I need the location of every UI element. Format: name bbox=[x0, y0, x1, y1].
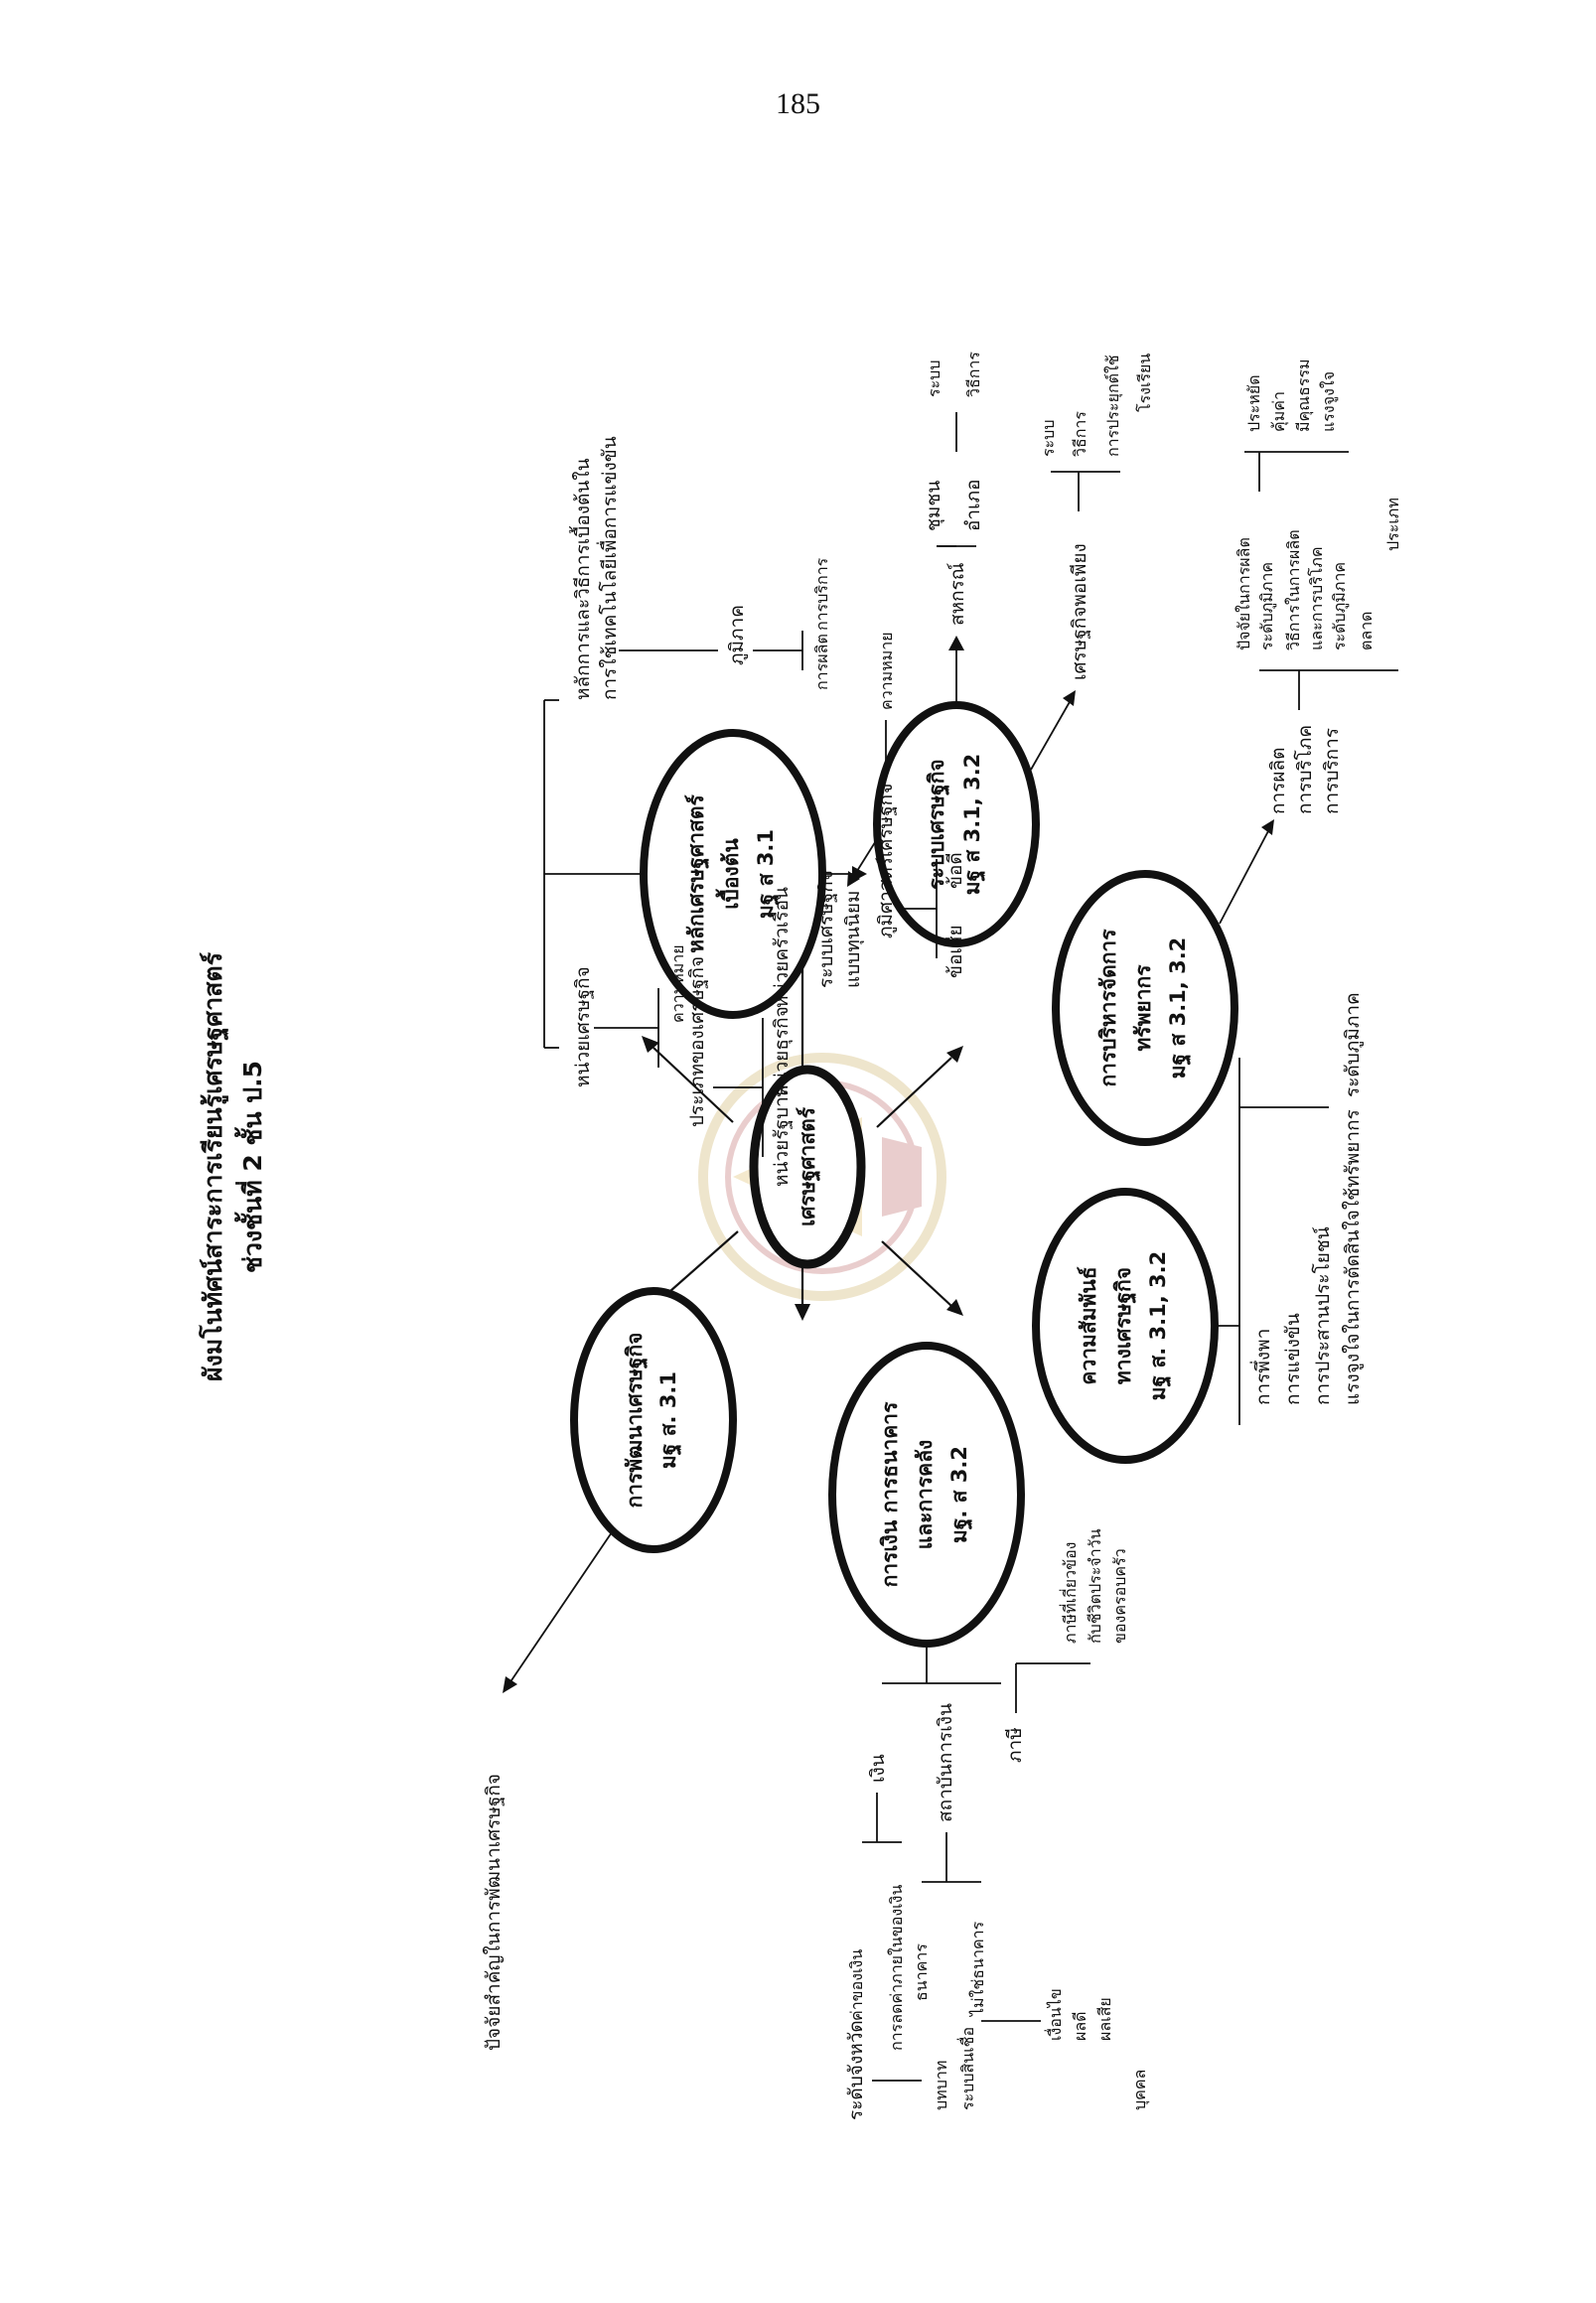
svg-text:วิธีการในการผลิต: วิธีการในการผลิต bbox=[1284, 529, 1303, 650]
svg-text:วิธีการ: วิธีการ bbox=[1071, 411, 1089, 457]
concept-map-stage: ผังมโนทัศน์สาระการเรียนรู้เศรษฐศาสตร์ ช่… bbox=[167, 164, 1428, 2200]
branch-economic-development: ปัจจัยสำคัญในการพัฒนาเศรษฐกิจ bbox=[483, 1528, 615, 2051]
svg-text:ทรัพยากร: ทรัพยากร bbox=[1131, 964, 1155, 1052]
svg-text:ทางเศรษฐกิจ: ทางเศรษฐกิจ bbox=[1111, 1267, 1137, 1384]
svg-text:ความสัมพันธ์: ความสัมพันธ์ bbox=[1077, 1266, 1100, 1384]
node-resource-management: การบริหารจัดการ ทรัพยากร มฐ ส 3.1, 3.2 bbox=[1052, 870, 1238, 1146]
branch-economic-relations: การพึ่งพา การแข่งขัน การประสานประโยชน์ แ… bbox=[1215, 992, 1364, 1425]
svg-text:ปัจจัยในการผลิต: ปัจจัยในการผลิต bbox=[1234, 537, 1253, 650]
svg-text:กับชีวิตประจำวัน: กับชีวิตประจำวัน bbox=[1086, 1528, 1104, 1644]
svg-text:การประสานประโยชน์: การประสานประโยชน์ bbox=[1311, 1226, 1334, 1405]
svg-text:และการคลัง: และการคลัง bbox=[913, 1440, 937, 1550]
concept-map-svg: ผังมโนทัศน์สาระการเรียนรู้เศรษฐศาสตร์ ช่… bbox=[198, 352, 1402, 2120]
svg-text:การพึ่งพา: การพึ่งพา bbox=[1249, 1329, 1274, 1405]
map-title-line2: ช่วงชั้นที่ 2 ชั้น ป.5 bbox=[233, 1061, 267, 1273]
center-node: เศรษฐศาสตร์ bbox=[749, 1065, 866, 1269]
svg-text:คุ้มค่า: คุ้มค่า bbox=[1269, 391, 1289, 432]
branch-principles: หลักการและวิธีการเบื้องต้นใน การใช้เทคโน… bbox=[543, 436, 966, 1187]
node-economic-system: ระบบเศรษฐกิจ มฐ ส 3.1, 3.2 bbox=[873, 701, 1040, 947]
node-economic-relations: ความสัมพันธ์ ทางเศรษฐกิจ มฐ ส. 3.1, 3.2 bbox=[1032, 1188, 1219, 1464]
svg-text:การลดค่าภายในของเงิน: การลดค่าภายในของเงิน bbox=[887, 1885, 906, 2051]
svg-text:แรงจูงใจ: แรงจูงใจ bbox=[1319, 371, 1339, 432]
svg-text:ประหยัด: ประหยัด bbox=[1244, 374, 1263, 432]
svg-text:หลักการและวิธีการเบื้องต้นใน: หลักการและวิธีการเบื้องต้นใน bbox=[569, 458, 594, 700]
svg-text:ภูมิศาสตร์เศรษฐกิจ: ภูมิศาสตร์เศรษฐกิจ bbox=[875, 784, 897, 938]
svg-text:การผลิต: การผลิต bbox=[1267, 748, 1289, 815]
node-economic-development: การพัฒนาเศรษฐกิจ มฐ ส. 3.1 bbox=[570, 1287, 737, 1553]
svg-text:หน่วยรัฐบาล: หน่วยรัฐบาล bbox=[771, 1085, 793, 1187]
svg-text:ของครอบครัว: ของครอบครัว bbox=[1110, 1548, 1129, 1644]
svg-text:ตลาด: ตลาด bbox=[1357, 611, 1376, 650]
svg-text:ภาษีที่เกี่ยวข้อง: ภาษีที่เกี่ยวข้อง bbox=[1059, 1542, 1080, 1645]
svg-text:มฐ ส 3.1, 3.2: มฐ ส 3.1, 3.2 bbox=[1166, 937, 1192, 1080]
map-title-line1: ผังมโนทัศน์สาระการเรียนรู้เศรษฐศาสตร์ bbox=[198, 951, 229, 1381]
svg-text:ประเภทของเศรษฐกิจ: ประเภทของเศรษฐกิจ bbox=[686, 956, 708, 1127]
svg-text:มีคุณธรรม: มีคุณธรรม bbox=[1294, 359, 1314, 432]
svg-text:ระดับภูมิภาค: ระดับภูมิภาค bbox=[1330, 562, 1350, 650]
branch-resource-management: การผลิต การบริโภค การบริการ ปัจจัยในการผ… bbox=[1219, 359, 1402, 925]
svg-text:หลักเศรษฐศาสตร์: หลักเศรษฐศาสตร์ bbox=[684, 794, 710, 953]
svg-text:อำเภอ: อำเภอ bbox=[962, 479, 984, 531]
svg-text:ประเภท: ประเภท bbox=[1383, 498, 1402, 551]
svg-text:การบริหารจัดการ: การบริหารจัดการ bbox=[1096, 929, 1120, 1087]
svg-text:แรงจูงใจในการตัดสินใจใช้ทรัพยา: แรงจูงใจในการตัดสินใจใช้ทรัพยากร bbox=[1342, 1109, 1364, 1405]
svg-text:สหกรณ์: สหกรณ์ bbox=[946, 563, 968, 626]
svg-text:มฐ ส. 3.1: มฐ ส. 3.1 bbox=[656, 1371, 682, 1469]
svg-text:การพัฒนาเศรษฐกิจ: การพัฒนาเศรษฐกิจ bbox=[623, 1333, 649, 1509]
svg-text:การบริการ: การบริการ bbox=[812, 557, 831, 631]
svg-text:การเงิน การธนาคาร: การเงิน การธนาคาร bbox=[878, 1401, 902, 1587]
svg-text:ระบบเศรษฐกิจ: ระบบเศรษฐกิจ bbox=[925, 759, 950, 889]
svg-text:วิธีการ: วิธีการ bbox=[964, 352, 983, 397]
svg-text:เงื่อนไข: เงื่อนไข bbox=[1044, 1988, 1065, 2041]
svg-text:เงิน: เงิน bbox=[867, 1754, 889, 1783]
svg-text:มฐ ส 3.1, 3.2: มฐ ส 3.1, 3.2 bbox=[960, 754, 986, 896]
concept-map-canvas: ผังมโนทัศน์สาระการเรียนรู้เศรษฐศาสตร์ ช่… bbox=[167, 164, 1428, 2200]
svg-text:การบริการ: การบริการ bbox=[1321, 728, 1343, 814]
branch-money-banking: เงิน ค่าของเงิน การลดค่าภายในของเงิน สถา… bbox=[845, 1528, 1150, 2120]
svg-text:ระบบ: ระบบ bbox=[1039, 420, 1058, 458]
svg-text:ภาษี: ภาษี bbox=[1004, 1727, 1026, 1763]
svg-text:การแข่งขัน: การแข่งขัน bbox=[1282, 1313, 1304, 1405]
svg-text:มฐ ส. 3.1, 3.2: มฐ ส. 3.1, 3.2 bbox=[1146, 1251, 1172, 1401]
svg-text:บทบาท: บทบาท bbox=[932, 2061, 950, 2110]
node-money-banking: การเงิน การธนาคาร และการคลัง มฐ. ส 3.2 bbox=[828, 1342, 1025, 1648]
svg-text:มฐ ส 3.1: มฐ ส 3.1 bbox=[754, 829, 780, 919]
svg-text:การบริโภค: การบริโภค bbox=[1293, 725, 1316, 814]
svg-text:ระดับภูมิภาค: ระดับภูมิภาค bbox=[1342, 992, 1364, 1097]
svg-text:ความหมาย: ความหมาย bbox=[668, 944, 687, 1023]
svg-text:หน่วยครัวเรือน: หน่วยครัวเรือน bbox=[771, 887, 793, 1008]
svg-text:ระบบ: ระบบ bbox=[925, 360, 943, 398]
svg-text:หน่วยเศรษฐกิจ: หน่วยเศรษฐกิจ bbox=[572, 966, 594, 1087]
page-number: 185 bbox=[776, 87, 820, 120]
svg-text:บุคคล: บุคคล bbox=[1130, 2070, 1150, 2110]
svg-text:ปัจจัยสำคัญในการพัฒนาเศรษฐกิจ: ปัจจัยสำคัญในการพัฒนาเศรษฐกิจ bbox=[483, 1774, 505, 2051]
svg-text:ผลดี: ผลดี bbox=[1071, 2011, 1089, 2041]
svg-text:เศรษฐกิจพอเพียง: เศรษฐกิจพอเพียง bbox=[1069, 543, 1090, 680]
center-label: เศรษฐศาสตร์ bbox=[796, 1106, 821, 1226]
svg-text:ระบบสินเชื่อ: ระบบสินเชื่อ bbox=[956, 2027, 977, 2110]
svg-text:หน่วยธุรกิจ: หน่วยธุรกิจ bbox=[771, 1006, 794, 1097]
svg-text:ค่าของเงิน: ค่าของเงิน bbox=[847, 1949, 866, 2021]
svg-text:เบื้องต้น: เบื้องต้น bbox=[715, 838, 743, 910]
svg-text:สถาบันการเงิน: สถาบันการเงิน bbox=[935, 1703, 956, 1822]
svg-text:ความหมาย: ความหมาย bbox=[877, 632, 896, 710]
branch-economic-system: สหกรณ์ ชุมชน อำเภอ ระบบ วิธีการ ระบบเศรษ… bbox=[815, 352, 1154, 988]
svg-text:และการบริโภค: และการบริโภค bbox=[1307, 546, 1326, 650]
svg-text:ระดับภูมิภาค: ระดับภูมิภาค bbox=[1257, 562, 1277, 650]
svg-text:การประยุกต์ใช้: การประยุกต์ใช้ bbox=[1103, 355, 1123, 457]
svg-text:ข้อดี: ข้อดี bbox=[944, 852, 966, 889]
svg-text:ระดับจังหวัด: ระดับจังหวัด bbox=[845, 2020, 867, 2120]
svg-text:ผลเสีย: ผลเสีย bbox=[1095, 1997, 1114, 2041]
svg-text:ภูมิภาค: ภูมิภาค bbox=[726, 605, 748, 665]
svg-text:การผลิต: การผลิต bbox=[812, 634, 831, 690]
svg-text:ไม่ใช่ธนาคาร: ไม่ใช่ธนาคาร bbox=[968, 1921, 987, 2018]
svg-text:มฐ. ส 3.2: มฐ. ส 3.2 bbox=[947, 1446, 973, 1543]
svg-text:ระบบเศรษฐกิจ: ระบบเศรษฐกิจ bbox=[815, 870, 837, 988]
svg-text:ข้อเสีย: ข้อเสีย bbox=[944, 925, 966, 978]
svg-text:การใช้เทคโนโลยีเพื่อการแข่งขัน: การใช้เทคโนโลยีเพื่อการแข่งขัน bbox=[596, 436, 621, 700]
svg-text:ชุมชน: ชุมชน bbox=[923, 481, 945, 531]
svg-text:โรงเรียน: โรงเรียน bbox=[1135, 354, 1154, 412]
svg-text:แบบทุนนิยม: แบบทุนนิยม bbox=[842, 890, 865, 988]
svg-text:ธนาคาร: ธนาคาร bbox=[912, 1943, 931, 2001]
